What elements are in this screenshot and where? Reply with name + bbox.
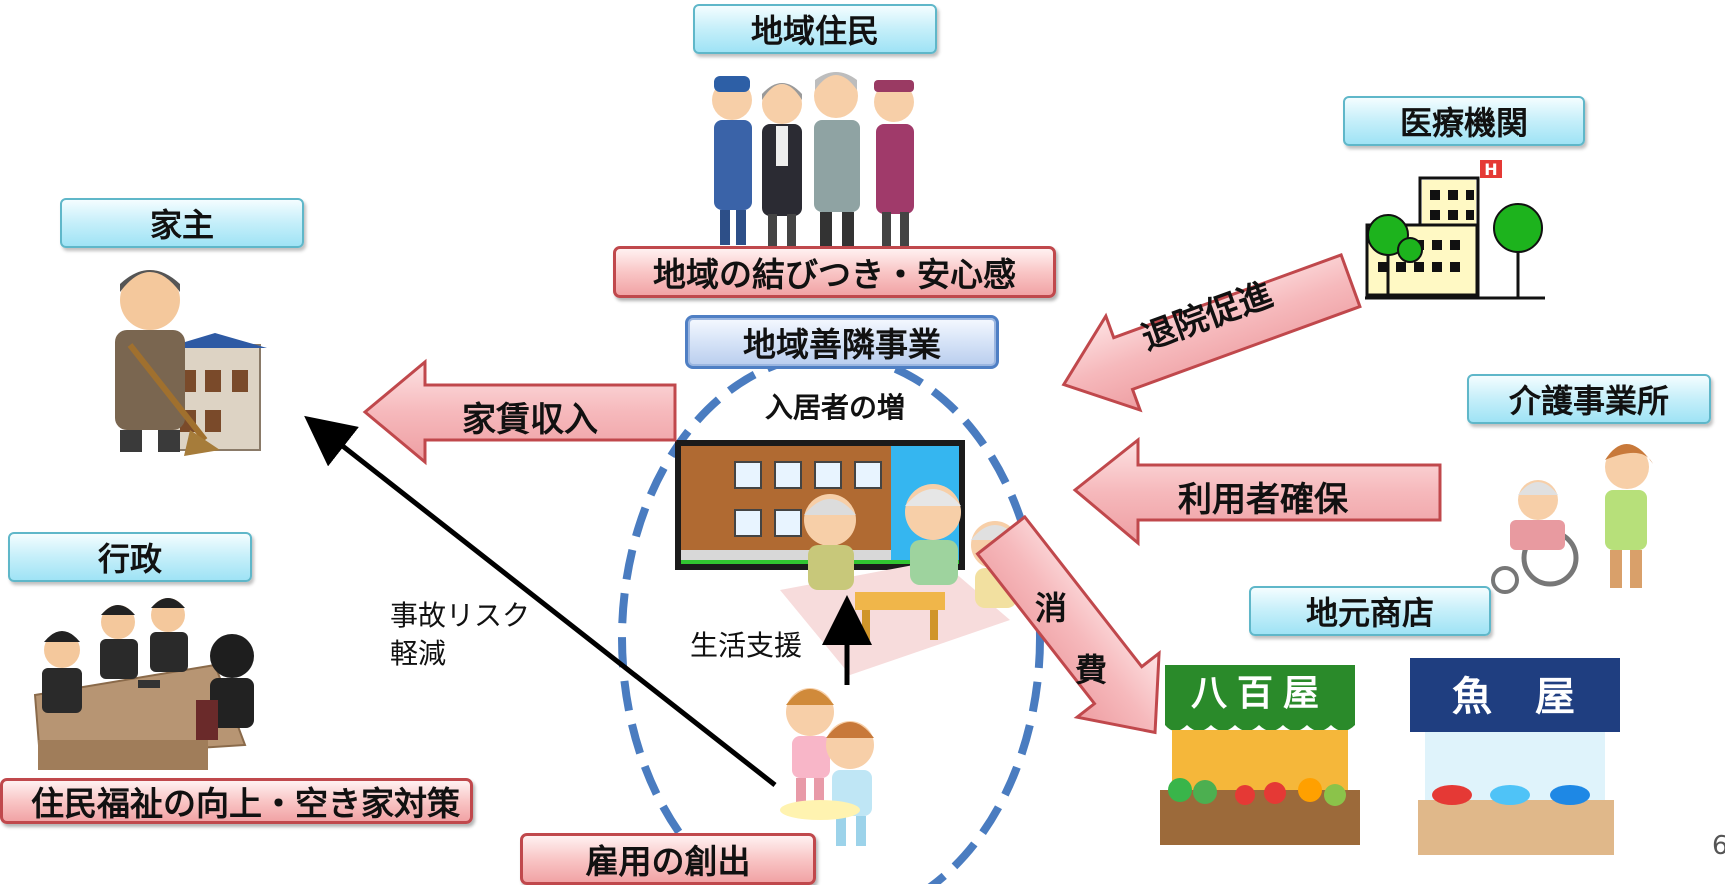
employment-label: 雇用の創出	[520, 833, 816, 885]
fish-sign-1: 魚	[1452, 674, 1492, 720]
residents-label: 地域住民	[693, 4, 937, 54]
local-shops-label: 地元商店	[1249, 586, 1491, 636]
fish-sign-2: 屋	[1535, 674, 1575, 720]
rent-income-arrow	[362, 358, 677, 466]
government-label: 行政	[8, 532, 252, 582]
meeting-icon	[33, 598, 254, 770]
medical-label: 医療機関	[1343, 96, 1585, 146]
hospital-sign: H	[1484, 160, 1497, 179]
core-business-label: 地域善隣事業	[685, 315, 999, 369]
discharge-arrow	[1061, 252, 1362, 413]
hospital-icon: H	[1365, 160, 1545, 300]
occupancy-increase-label: 入居者の増	[765, 391, 906, 424]
landlord-icon	[115, 270, 267, 456]
greengrocer-sign: 八百屋	[1191, 673, 1329, 714]
rent-income-text: 家賃収入	[462, 400, 598, 440]
accident-risk-label-2: 軽減	[390, 637, 447, 670]
people-group-icon	[712, 72, 914, 248]
secure-users-arrow	[1072, 436, 1442, 547]
consumption-text-2: 費	[1075, 651, 1108, 689]
page-number: 6	[1712, 831, 1725, 861]
welfare-label: 住民福祉の向上・空き家対策	[0, 778, 473, 824]
accident-risk-label-1: 事故リスク	[390, 599, 531, 632]
consumption-arrow	[975, 514, 1161, 735]
caregiver-icon	[1491, 443, 1653, 594]
care-office-label: 介護事業所	[1467, 374, 1711, 424]
life-support-label: 生活支援	[690, 629, 803, 662]
shop-icon: 八百屋 魚 屋	[1160, 658, 1620, 855]
secure-users-text: 利用者確保	[1178, 480, 1348, 520]
helpers-icon	[780, 688, 874, 846]
community-bond-label: 地域の結びつき・安心感	[613, 246, 1056, 298]
consumption-text-1: 消	[1035, 589, 1068, 627]
owner-label: 家主	[60, 198, 304, 248]
accident-risk-arrow	[304, 415, 777, 787]
